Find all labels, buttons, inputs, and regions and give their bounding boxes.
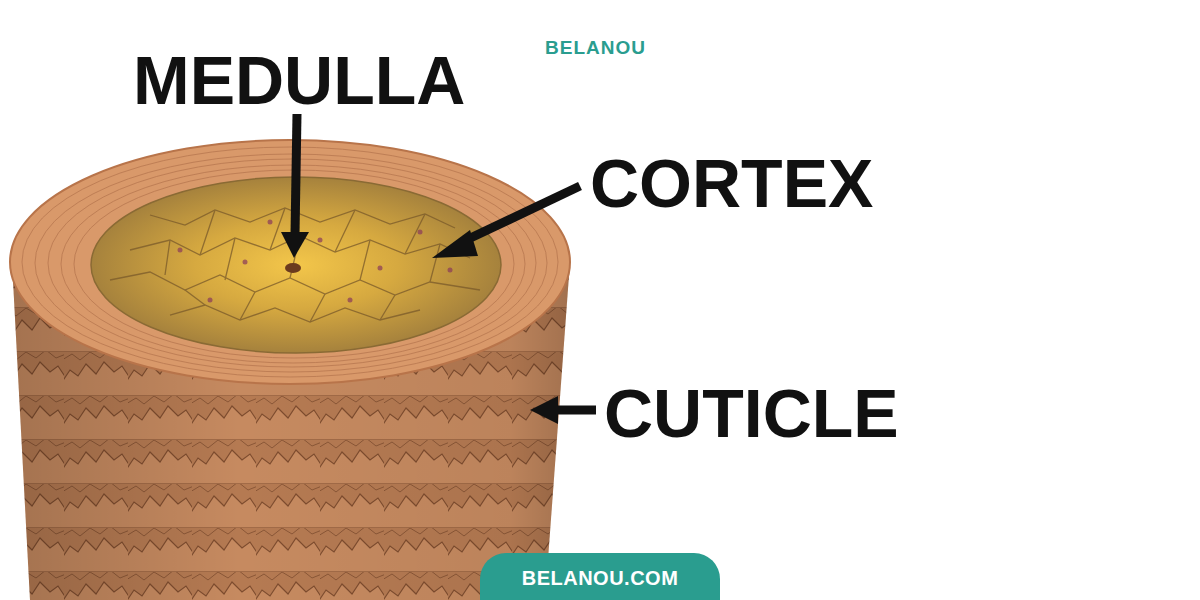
website-pill: BELANOU.COM	[480, 553, 720, 600]
website-url: BELANOU.COM	[522, 567, 679, 590]
part-label: CUTICLE	[604, 379, 899, 447]
watermark-logo: BELANOU	[545, 38, 646, 57]
rim-fibers	[22, 147, 558, 377]
leader-arrows	[281, 114, 596, 424]
part-label: MEDULLA	[133, 46, 465, 114]
part-label: CORTEX	[590, 149, 873, 217]
pigment-dots	[178, 220, 453, 303]
cuticle-rim	[10, 140, 570, 384]
medulla-core	[285, 263, 301, 273]
